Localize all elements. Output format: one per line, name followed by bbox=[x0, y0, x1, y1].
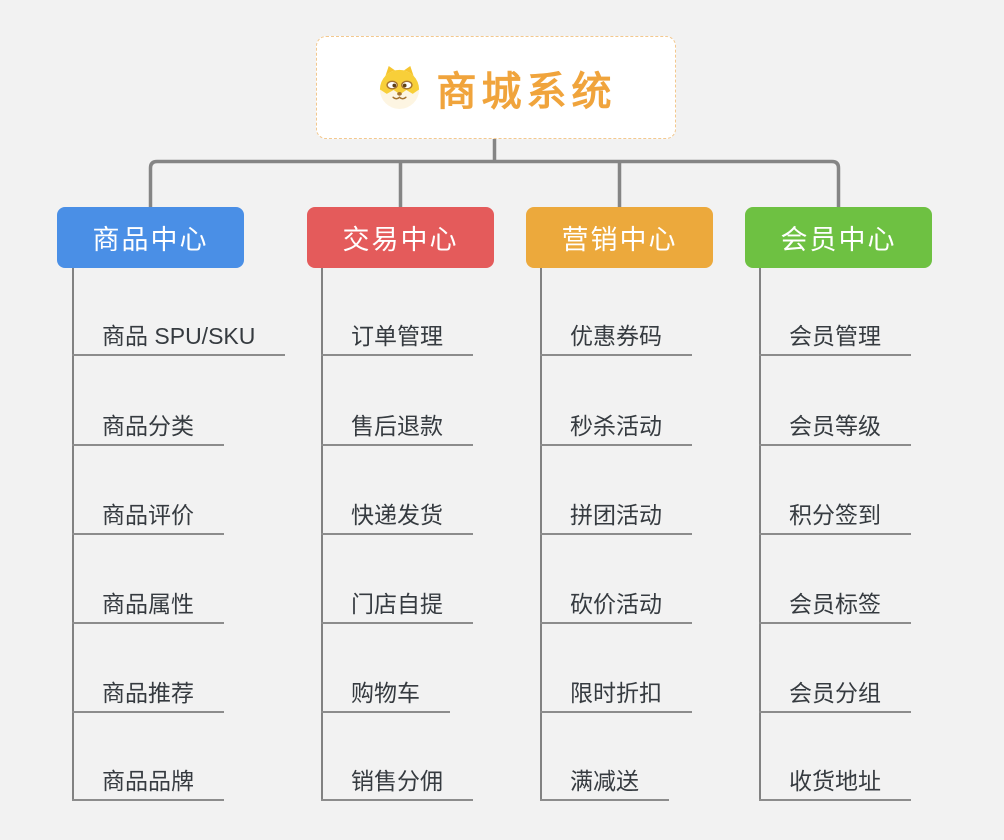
leaf-node[interactable]: 商品分类 bbox=[72, 399, 224, 446]
leaf-label: 商品属性 bbox=[102, 591, 194, 617]
leaf-node[interactable]: 限时折扣 bbox=[540, 666, 692, 713]
leaf-node[interactable]: 门店自提 bbox=[321, 577, 473, 624]
leaf-label: 收货地址 bbox=[789, 768, 881, 794]
leaf-node[interactable]: 满减送 bbox=[540, 754, 669, 801]
leaf-label: 销售分佣 bbox=[351, 768, 443, 794]
leaf-label: 会员标签 bbox=[789, 591, 881, 617]
leaf-node[interactable]: 销售分佣 bbox=[321, 754, 473, 801]
leaf-node[interactable]: 会员管理 bbox=[759, 309, 911, 356]
leaf-label: 商品分类 bbox=[102, 413, 194, 439]
leaf-label: 商品 SPU/SKU bbox=[102, 323, 256, 349]
leaf-label: 会员管理 bbox=[789, 323, 881, 349]
leaf-label: 商品评价 bbox=[102, 502, 194, 528]
branch-label: 会员中心 bbox=[780, 225, 897, 255]
leaf-label: 砍价活动 bbox=[570, 591, 662, 617]
leaf-label: 售后退款 bbox=[351, 413, 443, 439]
leaf-node[interactable]: 商品品牌 bbox=[72, 754, 224, 801]
leaf-node[interactable]: 秒杀活动 bbox=[540, 399, 692, 446]
leaf-label: 购物车 bbox=[351, 680, 420, 706]
leaf-label: 快递发货 bbox=[351, 502, 443, 528]
leaf-node[interactable]: 积分签到 bbox=[759, 488, 911, 535]
branch-label: 商品中心 bbox=[92, 225, 209, 255]
leaf-label: 会员等级 bbox=[789, 413, 881, 439]
root-node[interactable]: 商城系统 bbox=[316, 36, 676, 139]
leaf-node[interactable]: 购物车 bbox=[321, 666, 450, 713]
leaf-node[interactable]: 订单管理 bbox=[321, 309, 473, 356]
leaf-node[interactable]: 售后退款 bbox=[321, 399, 473, 446]
leaf-label: 积分签到 bbox=[789, 502, 881, 528]
leaf-node[interactable]: 商品属性 bbox=[72, 577, 224, 624]
leaf-label: 会员分组 bbox=[789, 680, 881, 706]
leaf-node[interactable]: 收货地址 bbox=[759, 754, 911, 801]
branch-label: 交易中心 bbox=[342, 225, 459, 255]
leaf-node[interactable]: 商品 SPU/SKU bbox=[72, 309, 286, 356]
branch-node-member-center[interactable]: 会员中心 bbox=[745, 207, 932, 268]
leaf-node[interactable]: 砍价活动 bbox=[540, 577, 692, 624]
branch-label: 营销中心 bbox=[561, 225, 678, 255]
dog-face-icon bbox=[379, 65, 419, 110]
leaf-label: 商品品牌 bbox=[102, 768, 194, 794]
leaf-label: 商品推荐 bbox=[102, 680, 194, 706]
branch-node-trade-center[interactable]: 交易中心 bbox=[307, 207, 494, 268]
leaf-node[interactable]: 商品评价 bbox=[72, 488, 224, 535]
leaf-node[interactable]: 会员分组 bbox=[759, 666, 911, 713]
branch-rail-line bbox=[148, 159, 841, 207]
leaf-label: 门店自提 bbox=[351, 591, 443, 617]
leaf-label: 满减送 bbox=[570, 768, 639, 794]
branch-node-marketing-center[interactable]: 营销中心 bbox=[526, 207, 713, 268]
leaf-label: 优惠券码 bbox=[570, 323, 662, 349]
leaf-node[interactable]: 会员标签 bbox=[759, 577, 911, 624]
leaf-node[interactable]: 会员等级 bbox=[759, 399, 911, 446]
branch-node-product-center[interactable]: 商品中心 bbox=[57, 207, 244, 268]
root-node-label: 商城系统 bbox=[436, 69, 617, 114]
leaf-node[interactable]: 快递发货 bbox=[321, 488, 473, 535]
leaf-label: 限时折扣 bbox=[570, 680, 662, 706]
leaf-label: 秒杀活动 bbox=[570, 413, 662, 439]
leaf-node[interactable]: 拼团活动 bbox=[540, 488, 692, 535]
leaf-label: 拼团活动 bbox=[570, 502, 662, 528]
leaf-label: 订单管理 bbox=[351, 323, 443, 349]
leaf-node[interactable]: 优惠券码 bbox=[540, 309, 692, 356]
leaf-node[interactable]: 商品推荐 bbox=[72, 666, 224, 713]
